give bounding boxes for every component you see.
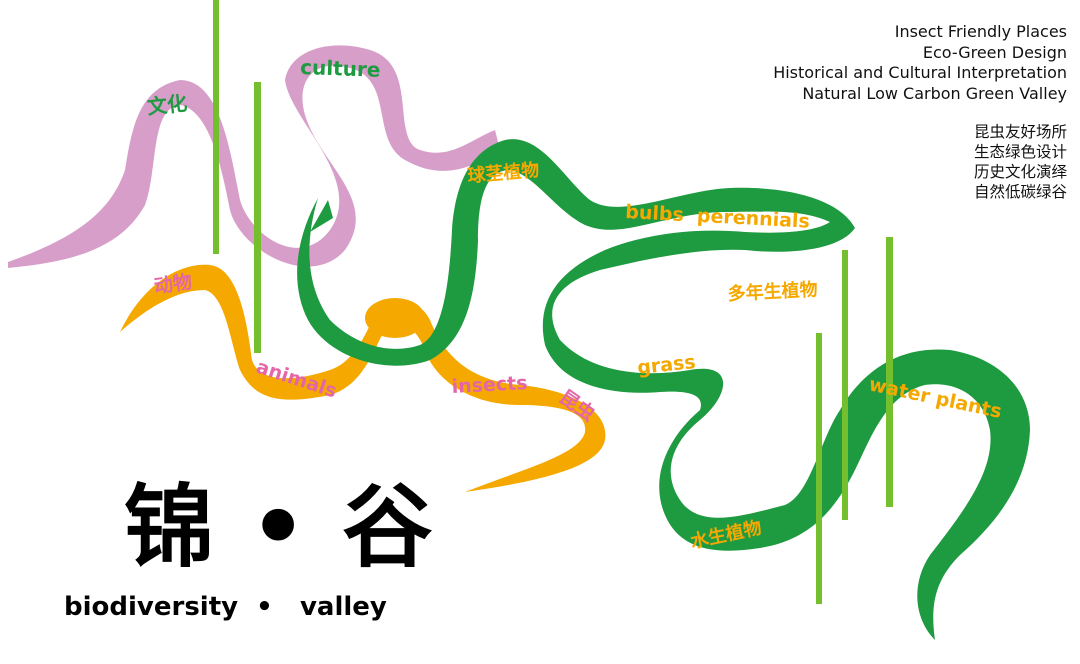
- title-cn: 锦 • 谷: [124, 475, 435, 580]
- feature-list-en: Insect Friendly Places Eco-Green Design …: [773, 22, 1067, 104]
- feature-list-cn: 昆虫友好场所 生态绿色设计 历史文化演绎 自然低碳绿谷: [974, 122, 1067, 202]
- vertical-bar: [816, 333, 822, 604]
- label-insects-en: insects: [451, 372, 528, 398]
- vertical-bar: [254, 82, 261, 353]
- vertical-bar: [842, 250, 848, 520]
- feature-en-item: Natural Low Carbon Green Valley: [802, 83, 1067, 103]
- culture-ribbon: [8, 45, 500, 269]
- feature-cn-item: 昆虫友好场所: [973, 123, 1067, 141]
- plants-ribbon: [297, 139, 1031, 640]
- label-animals-cn: 动物: [152, 270, 193, 298]
- feature-cn-item: 自然低碳绿谷: [973, 183, 1067, 201]
- vertical-bar: [213, 0, 219, 254]
- label-culture-en: culture: [300, 55, 381, 82]
- feature-en-item: Insect Friendly Places: [894, 22, 1067, 41]
- feature-cn-item: 历史文化演绎: [973, 163, 1067, 181]
- label-culture-cn: 文化: [146, 91, 188, 119]
- feature-en-item: Historical and Cultural Interpretation: [773, 63, 1067, 82]
- feature-cn-item: 生态绿色设计: [973, 143, 1067, 161]
- title-en: biodiversity • valley: [64, 592, 387, 622]
- vertical-bar: [886, 237, 893, 507]
- animals-ribbon: [120, 264, 606, 492]
- feature-en-item: Eco-Green Design: [922, 42, 1067, 62]
- label-perennials-cn: 多年生植物: [727, 278, 818, 305]
